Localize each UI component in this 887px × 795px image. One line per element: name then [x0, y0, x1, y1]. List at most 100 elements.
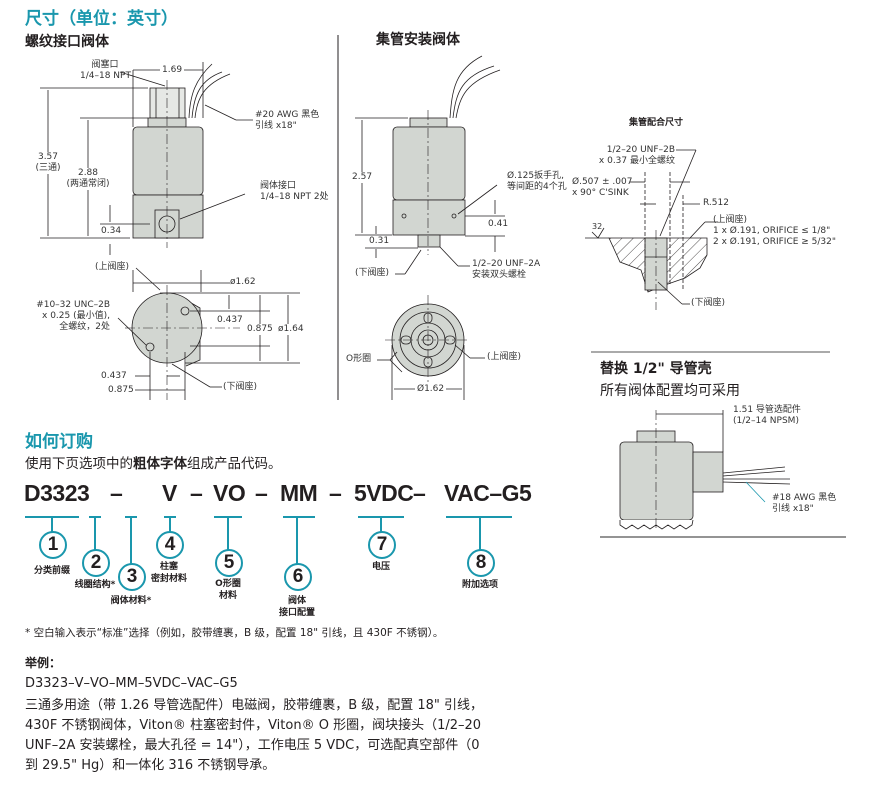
code-part-plunger: V [162, 480, 177, 506]
screw-spec-3: 全螺纹，2处 [59, 322, 110, 332]
mating-lower-seat: (下阀座) [691, 298, 726, 308]
example-code: D3323–V–VO–MM–5VDC–VAC–G5 [25, 676, 238, 691]
field-label-5a: O形圈 [215, 579, 241, 589]
field-label-6: 阀体接口配置 [257, 595, 337, 619]
field-number-1: 1 [39, 531, 67, 559]
dia-top-dim: ø1.62 [230, 277, 256, 287]
surface-finish: 32 [592, 222, 603, 231]
field-number-4: 4 [156, 531, 184, 559]
mating-upper-seat-label: (上阀座)1 x Ø.191, ORIFICE ≤ 1/8"2 x Ø.191,… [713, 215, 836, 248]
width-dim: 1.69 [160, 65, 185, 76]
ordering-instruction: 使用下页选项中的粗体字体组成产品代码。 [25, 452, 282, 472]
field-label-2: 线圈结构* [74, 580, 116, 590]
height-2way-value: 2.88 [77, 168, 99, 178]
height-3way-dim: 3.57(三通) [32, 152, 64, 174]
conduit-fitting-1: 1.51 导管选配件 [733, 405, 801, 415]
example-title: 举例： [25, 656, 62, 670]
manifold-upper-seat: (上阀座) [487, 352, 522, 362]
dim-0437-vertical: 0.437 [217, 315, 243, 325]
threaded-body-title: 螺纹接口阀体 [25, 34, 109, 50]
example-line-3: UNF–2A 安装螺栓，最大孔径 = 14"），工作电压 5 VDC，可选配真空… [25, 738, 480, 753]
conduit-fitting-label: 1.51 导管选配件(1/2–14 NPSM) [733, 405, 801, 427]
upper-seat-label: (上阀座) [95, 262, 130, 272]
height-3way-value: 3.57 [37, 152, 59, 162]
dim-041: 0.41 [488, 219, 509, 229]
manifold-height-dim: 2.57 [352, 172, 373, 183]
wrench-holes-1: Ø.125扳手孔, [507, 171, 564, 181]
csink-2: x 90° C'SINK [572, 188, 629, 198]
mating-thread-2: x 0.37 最小全螺纹 [598, 156, 675, 166]
conduit-lead-1: #18 AWG 黑色 [772, 493, 837, 503]
conduit-lead-2: 引线 x18" [772, 504, 814, 514]
dim-0875-horizontal: 0.875 [108, 385, 134, 395]
orifice-1: 1 x Ø.191, ORIFICE ≤ 1/8" [713, 226, 831, 236]
manifold-body-title: 集管安装阀体 [376, 32, 460, 48]
code-part-voltage: 5VDC [354, 480, 414, 506]
mating-upper-seat: (上阀座) [713, 215, 748, 225]
dim-0875-vertical: 0.875 [247, 324, 273, 335]
field-number-3: 3 [118, 563, 146, 591]
manifold-dia: Ø1.62 [415, 384, 447, 395]
lead-wire-length: 引线 x18" [255, 121, 297, 131]
field-label-4b: 密封材料 [150, 574, 187, 584]
ordering-footnote: * 空白输入表示“标准”选择（例如，胶带缠裹，B 级，配置 18" 引线，且 4… [25, 627, 444, 639]
height-2way-note: (两通常闭) [66, 179, 110, 189]
code-part-port: MM [280, 480, 318, 506]
lead-wire-spec: #20 AWG 黑色 [255, 110, 320, 120]
conduit-title: 替换 1/2" 导管壳 [600, 361, 712, 377]
lower-seat-label: (下阀座) [223, 382, 258, 392]
wrench-holes-label: Ø.125扳手孔,等间距的4个孔 [507, 171, 567, 193]
field-label-5: O形圈材料 [188, 578, 268, 602]
field-number-6: 6 [284, 563, 312, 591]
field-label-4a: 柱塞 [159, 562, 178, 572]
dim-031: 0.31 [369, 236, 390, 246]
field-label-6b: 接口配置 [278, 608, 315, 618]
screw-spec-2: x 0.25 (最小值), [42, 311, 110, 321]
field-label-8: 附加选项 [461, 580, 498, 590]
body-port-spec: 1/4–18 NPT 2处 [260, 192, 329, 202]
mating-title: 集管配合尺寸 [629, 118, 684, 128]
ordering-code-brackets [25, 516, 512, 565]
screw-spec-1: #10–32 UNC–2B [36, 300, 110, 310]
field-number-7: 7 [368, 531, 396, 559]
field-label-6a: 阀体 [287, 596, 306, 606]
field-number-2: 2 [82, 549, 110, 577]
example-line-4: 到 29.5" Hg）和一体化 316 不锈钢导承。 [25, 758, 276, 773]
oring-label: O形圈 [346, 354, 372, 364]
field-label-1: 分类前缀 [33, 566, 70, 576]
threaded-body-bottom-view [117, 267, 300, 400]
stud-desc: 安装双头螺栓 [472, 270, 527, 280]
instruction-post: 组成产品代码。 [187, 456, 282, 472]
field-label-7: 电压 [371, 562, 390, 572]
manifold-mating-section [585, 149, 718, 310]
conduit-subtitle: 所有阀体配置均可采用 [600, 383, 740, 399]
threaded-body-side-view [40, 62, 253, 255]
manifold-lower-seat: (下阀座) [355, 268, 390, 278]
example-line-2: 430F 不锈钢阀体，Viton® 柱塞密封件，Viton® O 形圈，阀块接头… [25, 718, 482, 733]
height-2way-dim: 2.88(两通常闭) [62, 168, 114, 190]
radius-label: R.512 [703, 198, 729, 208]
orifice-2: 2 x Ø.191, ORIFICE ≥ 5/32" [713, 237, 837, 247]
height-3way-note: (三通) [35, 163, 61, 173]
instruction-pre: 使用下页选项中的 [25, 456, 133, 472]
dim-0437-horizontal: 0.437 [101, 371, 127, 381]
code-sep: – [413, 480, 426, 506]
ordering-title: 如何订购 [25, 432, 93, 452]
stud-spec: 1/2–20 UNF–2A [472, 259, 541, 269]
example-line-1: 三通多用途（带 1.26 导管选配件）电磁阀，胶带缠裹，B 级，配置 18" 引… [25, 698, 484, 713]
body-port-text: 阀体接口 [260, 181, 297, 191]
conduit-housing-drawing [619, 410, 791, 530]
field-label-4: 柱塞密封材料 [129, 561, 209, 585]
code-sep: – [255, 480, 268, 506]
code-sep: – [190, 480, 203, 506]
code-part-options: VAC–G5 [444, 480, 532, 506]
port-offset-dim: 0.34 [101, 226, 122, 236]
dimensions-title: 尺寸（单位：英寸） [25, 9, 178, 29]
